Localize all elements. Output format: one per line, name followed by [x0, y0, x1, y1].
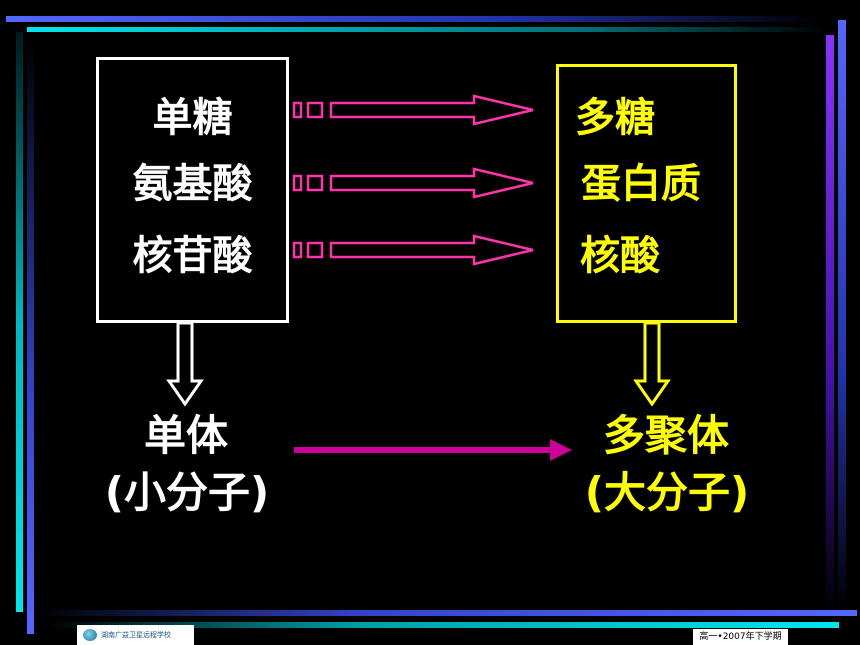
transform-arrow-3: [292, 234, 534, 266]
transform-arrow-1: [292, 94, 534, 126]
school-name: 湖南广益卫星远程学校: [101, 631, 171, 639]
school-logo: 湖南广益卫星远程学校: [77, 625, 194, 645]
term-tag: 高一•2007年下学期: [693, 629, 788, 645]
frame-left-blue: [27, 38, 34, 634]
polymer-protein: 蛋白质: [581, 161, 701, 207]
polymer-label-line1: 多聚体: [602, 411, 729, 460]
frame-bottom-cyan: [45, 622, 839, 628]
frame-bottom-blue: [35, 610, 857, 616]
frame-right-blue: [838, 20, 846, 612]
frame-top-cyan: [27, 27, 827, 32]
monomer-down-arrow: [166, 321, 204, 407]
polymer-down-arrow: [633, 321, 671, 407]
polymer-polysaccharide: 多糖: [575, 95, 655, 141]
frame-left-cyan: [16, 32, 23, 612]
main-arrow: [294, 439, 572, 461]
monomer-nucleotide: 核苷酸: [132, 233, 253, 279]
globe-icon: [83, 629, 97, 641]
transform-arrow-2: [292, 167, 534, 199]
frame-right-purple: [826, 35, 834, 613]
frame-top-blue: [6, 16, 824, 22]
polymer-nucleic-acid: 核酸: [580, 233, 660, 279]
monomer-label-line1: 单体: [143, 411, 228, 460]
polymer-label-line2: (大分子): [584, 468, 750, 517]
monomer-label-line2: (小分子): [104, 468, 270, 517]
monomer-amino-acid: 氨基酸: [132, 161, 253, 207]
monomer-monosaccharide: 单糖: [152, 95, 233, 141]
